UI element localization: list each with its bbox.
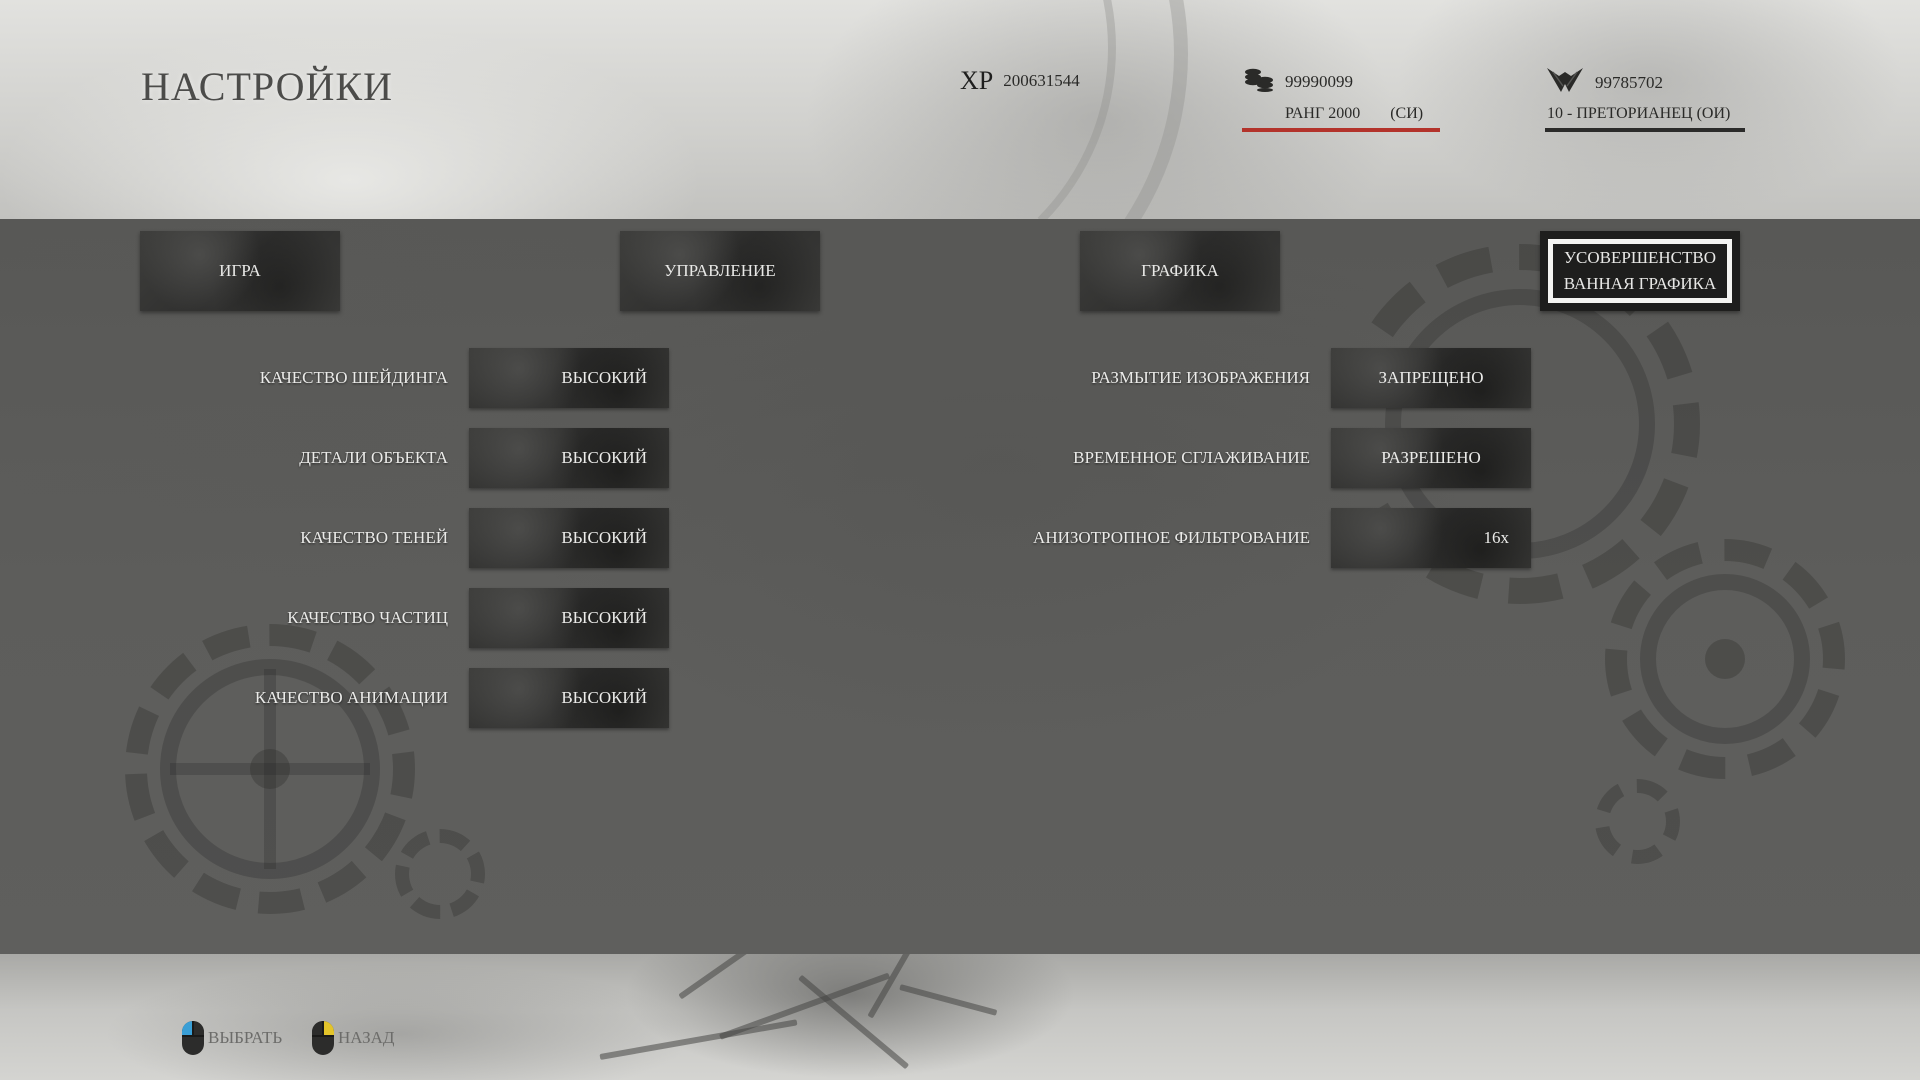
xp-stat: XP 200631544 [960,66,1080,96]
debris-decoration [678,954,813,1000]
setting-label-temporal-aa: ВРЕМЕННОЕ СГЛАЖИВАНИЕ [1073,448,1310,467]
coins-value: 99990099 [1285,71,1353,91]
setting-value-motion-blur[interactable]: ЗАПРЕЩЕНО [1331,348,1531,408]
mouse-left-button [312,1021,322,1035]
tab-game-label: ИГРА [219,261,261,280]
setting-value-anisotropic-filtering[interactable]: 16x [1331,508,1531,568]
rank-label: РАНГ 2000 (СИ) [1285,105,1423,123]
setting-label-motion-blur: РАЗМЫТИЕ ИЗОБРАЖЕНИЯ [1091,368,1310,387]
faction-stat: 99785702 [1545,66,1663,99]
tab-advanced-graphics[interactable]: УСОВЕРШЕНСТВО ВАННАЯ ГРАФИКА [1540,231,1740,311]
tab-advanced-graphics-label-line2: ВАННАЯ ГРАФИКА [1563,274,1717,293]
tab-game[interactable]: ИГРА [140,231,340,311]
setting-value-shadow-quality[interactable]: ВЫСОКИЙ [469,508,669,568]
setting-value-object-detail[interactable]: ВЫСОКИЙ [469,428,669,488]
mouse-midline [312,1035,334,1037]
mouse-left-button [182,1021,192,1035]
faction-rank-bar [1545,128,1745,132]
xp-value: 200631544 [1003,71,1080,90]
setting-value-animation-quality[interactable]: ВЫСОКИЙ [469,668,669,728]
setting-value-particle-quality[interactable]: ВЫСОКИЙ [469,588,669,648]
ruin-arch-decoration [620,0,1116,219]
select-hint-label: ВЫБРАТЬ [208,1028,283,1047]
mouse-right-button [324,1021,334,1035]
rank-text: РАНГ 2000 [1285,105,1361,122]
debris-decoration [899,984,998,1016]
gear-decoration-icon [264,669,276,869]
tab-advanced-graphics-label-line1: УСОВЕРШЕНСТВО [1564,248,1716,267]
gear-decoration-icon [1705,639,1745,679]
mouse-midline [182,1035,204,1037]
footer-background [0,954,1920,1080]
setting-value-shading-quality[interactable]: ВЫСОКИЙ [469,348,669,408]
gear-decoration-icon [170,763,370,775]
tab-selection-frame: УСОВЕРШЕНСТВО ВАННАЯ ГРАФИКА [1548,239,1732,303]
tab-graphics[interactable]: ГРАФИКА [1080,231,1280,311]
gear-decoration-icon [1595,779,1680,864]
coins-stat: 99990099 [1243,66,1353,97]
setting-label-shadow-quality: КАЧЕСТВО ТЕНЕЙ [300,528,448,547]
mouse-right-click-icon [312,1021,334,1055]
mouse-left-click-icon [182,1021,204,1055]
mouse-divider [192,1021,194,1035]
winged-emblem-icon [1545,66,1585,99]
mouse-right-button [194,1021,204,1035]
setting-value-temporal-aa[interactable]: РАЗРЕШЕНО [1331,428,1531,488]
tab-controls-label: УПРАВЛЕНИЕ [664,261,776,280]
gear-decoration-icon [250,749,290,789]
debris-decoration [599,1019,798,1060]
tab-controls[interactable]: УПРАВЛЕНИЕ [620,231,820,311]
setting-label-anisotropic-filtering: АНИЗОТРОПНОЕ ФИЛЬТРОВАНИЕ [1033,528,1310,547]
gear-decoration-icon [395,829,485,919]
setting-label-animation-quality: КАЧЕСТВО АНИМАЦИИ [254,688,448,707]
select-hint[interactable]: ВЫБРАТЬ [182,1021,282,1055]
settings-panel [0,219,1920,954]
tab-graphics-label: ГРАФИКА [1141,261,1219,280]
setting-label-particle-quality: КАЧЕСТВО ЧАСТИЦ [287,608,448,627]
xp-label: XP [960,66,994,95]
rank-progress-bar [1242,128,1440,132]
setting-label-object-detail: ДЕТАЛИ ОБЪЕКТА [299,448,448,467]
header-background [0,0,1920,219]
back-hint[interactable]: НАЗАД [312,1021,395,1055]
coins-stack-icon [1243,66,1275,97]
back-hint-label: НАЗАД [338,1028,395,1047]
faction-value: 99785702 [1595,72,1663,92]
faction-rank-label: 10 - ПРЕТОРИАНЕЦ (ОИ) [1547,105,1731,122]
mouse-divider [322,1021,324,1035]
rank-tag: (СИ) [1390,105,1424,122]
setting-label-shading-quality: КАЧЕСТВО ШЕЙДИНГА [259,368,448,387]
page-title: НАСТРОЙКИ [141,64,393,109]
